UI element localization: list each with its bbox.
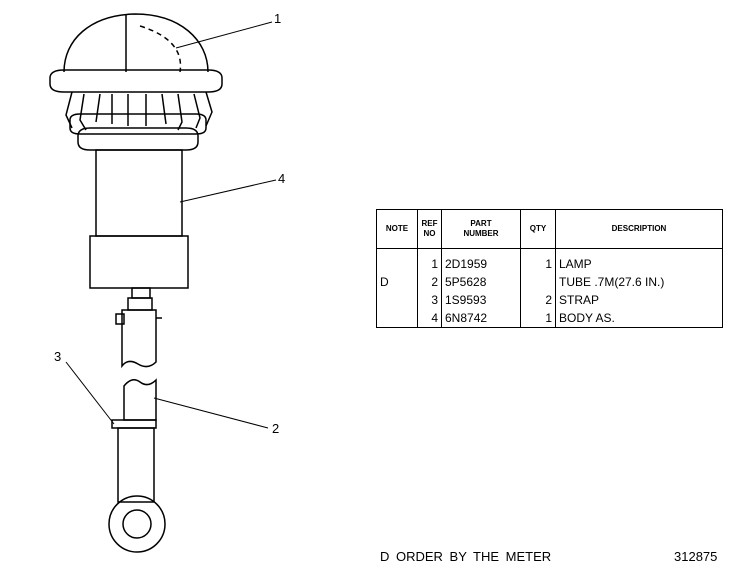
table-row: 1 2D1959 1 LAMP bbox=[376, 248, 723, 273]
body-collar bbox=[77, 127, 199, 151]
row-qty: 1 bbox=[520, 248, 556, 273]
lamp-body bbox=[95, 149, 183, 237]
row-note bbox=[376, 248, 418, 273]
row-ref: 1 bbox=[417, 248, 442, 273]
row-ref: 4 bbox=[417, 309, 442, 328]
row-description: LAMP bbox=[555, 248, 723, 273]
header-ref-no: REF NO bbox=[417, 209, 442, 249]
row-part-number: 1S9593 bbox=[441, 291, 521, 309]
tube-upper bbox=[121, 309, 157, 369]
row-note: D bbox=[376, 273, 418, 291]
row-note bbox=[376, 309, 418, 328]
callout-1: 1 bbox=[274, 11, 282, 26]
parts-table-header: NOTE REF NO PART NUMBER QTY DESCRIPTION bbox=[376, 209, 723, 249]
header-description: DESCRIPTION bbox=[555, 209, 723, 249]
lamp-dome bbox=[63, 13, 209, 73]
lamp-rim bbox=[49, 69, 223, 93]
table-row: D 2 5P5628 TUBE .7M(27.6 IN.) bbox=[376, 273, 723, 291]
header-qty: QTY bbox=[520, 209, 556, 249]
callout-2: 2 bbox=[272, 421, 280, 436]
table-row: 3 1S9593 2 STRAP bbox=[376, 291, 723, 309]
row-description: BODY AS. bbox=[555, 309, 723, 328]
row-ref: 2 bbox=[417, 273, 442, 291]
strap bbox=[111, 419, 157, 429]
row-note bbox=[376, 291, 418, 309]
row-part-number: 2D1959 bbox=[441, 248, 521, 273]
parts-table: NOTE REF NO PART NUMBER QTY DESCRIPTION … bbox=[376, 209, 723, 328]
eye-terminal bbox=[108, 495, 166, 553]
row-description: TUBE .7M(27.6 IN.) bbox=[555, 273, 723, 291]
callout-4: 4 bbox=[278, 171, 286, 186]
row-qty: 1 bbox=[520, 309, 556, 328]
footnote: D ORDER BY THE METER bbox=[380, 549, 552, 564]
row-part-number: 5P5628 bbox=[441, 273, 521, 291]
row-part-number: 6N8742 bbox=[441, 309, 521, 328]
row-qty bbox=[520, 273, 556, 291]
row-qty: 2 bbox=[520, 291, 556, 309]
row-ref: 3 bbox=[417, 291, 442, 309]
table-row: 4 6N8742 1 BODY AS. bbox=[376, 309, 723, 328]
tube-lower bbox=[123, 378, 157, 421]
figure-number: 312875 bbox=[674, 549, 718, 564]
row-description: STRAP bbox=[555, 291, 723, 309]
callout-3: 3 bbox=[54, 349, 62, 364]
header-note: NOTE bbox=[376, 209, 418, 249]
header-part-number: PART NUMBER bbox=[441, 209, 521, 249]
